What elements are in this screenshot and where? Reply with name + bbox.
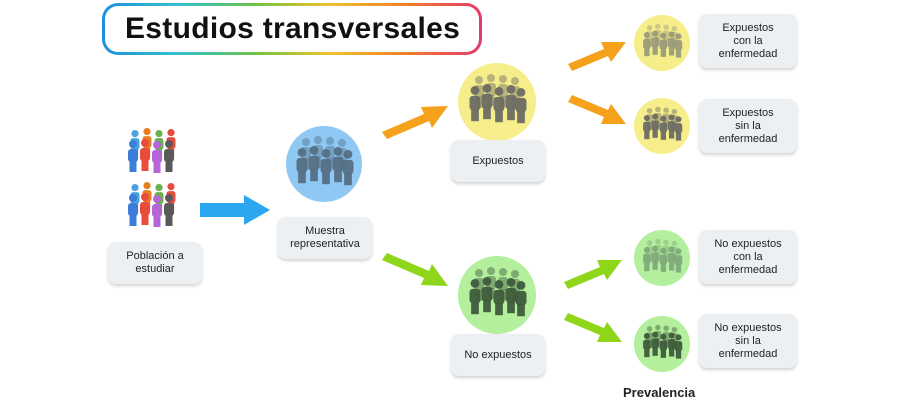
node-no-expuestos: No expuestos <box>451 334 545 376</box>
noexp-sin-circle <box>634 316 690 372</box>
people-group-icon <box>469 74 527 124</box>
arrow-right-icon <box>564 313 622 342</box>
node-expuestos: Expuestos <box>451 140 545 182</box>
noexp-con-circle <box>634 230 690 286</box>
title-box: Estudios transversales <box>102 3 482 55</box>
no-expuestos-circle <box>458 256 536 334</box>
node-exp-sin: Expuestos sin la enfermedad <box>699 99 797 153</box>
exp-con-circle <box>634 15 690 71</box>
arrow-right-icon <box>382 106 448 139</box>
arrow-right-icon <box>568 95 626 124</box>
arrow-right-icon <box>200 195 270 225</box>
footer-prevalencia: Prevalencia <box>623 385 696 400</box>
exp-sin-circle <box>634 98 690 154</box>
arrow-right-icon <box>564 260 622 289</box>
node-exp-con: Expuestos con la enfermedad <box>699 14 797 68</box>
people-group-icon <box>296 136 354 186</box>
muestra-circle <box>286 126 362 202</box>
population-people-icon <box>128 128 176 227</box>
arrow-right-icon <box>382 253 448 286</box>
people-group-icon <box>643 106 683 141</box>
node-noexp-sin: No expuestos sin la enfermedad <box>699 314 797 368</box>
node-noexp-con: No expuestos con la enfermedad <box>699 230 797 284</box>
expuestos-circle <box>458 63 536 141</box>
node-poblacion: Población a estudiar <box>108 242 202 284</box>
people-group-icon <box>643 238 683 273</box>
people-group-icon <box>469 267 527 317</box>
arrow-right-icon <box>568 42 626 71</box>
node-muestra: Muestra representativa <box>278 217 372 259</box>
people-group-icon <box>643 324 683 359</box>
people-group-icon <box>643 23 683 58</box>
page-title: Estudios transversales <box>125 12 461 45</box>
